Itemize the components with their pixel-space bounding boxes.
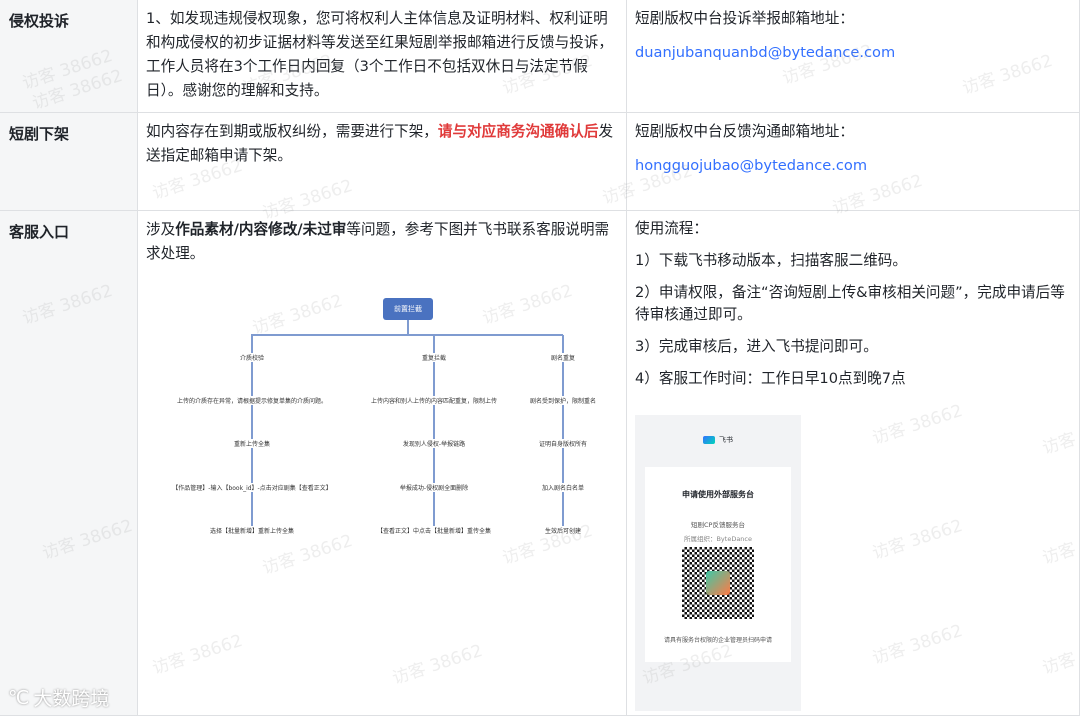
feishu-icon [703, 436, 715, 444]
process-title: 使用流程： [635, 220, 708, 237]
description-text: 如内容存在到期或版权纠纷，需要进行下架，请与对应商务沟通确认后发送指定邮箱申请下… [138, 113, 626, 168]
diagram-node: 上传的介质存在异常，请根据提示修复单集的介质问题。 [176, 396, 328, 405]
qr-footer: 请具有服务台权限的企业管理员扫码申请 [663, 637, 772, 644]
diagram-node: 发现别人侵权-举报链路 [402, 439, 466, 448]
description-text: 1、如发现违规侵权现象，您可将权利人主体信息及证明材料、权利证明和构成侵权的初步… [146, 10, 614, 99]
process-step: 3）完成审核后，进入飞书提问即可。 [635, 338, 878, 355]
diagram-node: 剧名受到保护，限制重名 [529, 396, 597, 405]
diagram-branch-title: 重复拦截 [421, 353, 447, 362]
description-text: 涉及作品素材/内容修改/未过审等问题，参考下图并飞书联系客服说明需求处理。 [138, 211, 626, 266]
diagram-node: 重新上传全集 [233, 439, 271, 448]
desc-post: 发送指定邮箱申请下架。 [146, 123, 614, 164]
connector [407, 320, 409, 335]
diagram-branch-title: 介质校验 [239, 353, 265, 362]
email-link[interactable]: hongguojubao@bytedance.com [635, 157, 868, 174]
process-step: 4）客服工作时间：工作日早10点到晚7点 [635, 370, 906, 387]
desc-highlight: 请与对应商务沟通确认后 [437, 123, 599, 140]
desc-pre: 涉及 [146, 221, 176, 238]
process-step: 2）申请权限，备注“咨询短剧上传&审核相关问题”，完成申请后等待审核通过即可。 [635, 284, 1065, 323]
logo-text: 大数跨境 [33, 688, 110, 710]
desc-post: 等问题，参考下图并飞书联系客服说明需求处理。 [146, 221, 610, 262]
row-support-desc: 涉及作品素材/内容修改/未过审等问题，参考下图并飞书联系客服说明需求处理。 [138, 211, 627, 716]
category-label: 侵权投诉 [9, 12, 70, 30]
connector [433, 335, 435, 530]
diagram-node: 举报成功-侵权剧全面删除 [399, 483, 469, 492]
row-support-header: 客服入口 [0, 211, 138, 716]
desc-bold: 作品素材/内容修改/未过审 [175, 221, 347, 238]
contact-label: 短剧版权中台反馈沟通邮箱地址： [635, 123, 854, 140]
row-takedown-desc: 如内容存在到期或版权纠纷，需要进行下架，请与对应商务沟通确认后发送指定邮箱申请下… [138, 113, 627, 211]
connector [251, 334, 563, 336]
qr-service: 短剧CP反馈服务台 [691, 521, 745, 529]
diagram-node: 证明自身版权所有 [538, 439, 588, 448]
diagram-node: 【查看正文】中点击【批量新增】重传全集 [376, 526, 492, 535]
row-takedown-header: 短剧下架 [0, 113, 138, 211]
diagram-node: 加入剧名白名单 [541, 483, 585, 492]
qr-code[interactable] [682, 547, 754, 619]
connector [562, 335, 564, 530]
qr-center-logo [706, 571, 730, 595]
diagram-node: 上传内容和别人上传的内容匹配重复，限制上传 [370, 396, 498, 405]
category-label: 短剧下架 [9, 125, 70, 143]
feishu-logo: 飞书 [703, 435, 733, 445]
connector [251, 335, 253, 530]
qr-inner: 申请使用外部服务台 短剧CP反馈服务台 所属组织：ByteDance 请具有服务… [645, 467, 791, 662]
diagram-branch-title: 剧名重复 [550, 353, 576, 362]
row-infringement-contact: 短剧版权中台投诉举报邮箱地址： duanjubanquanbd@bytedanc… [627, 0, 1080, 113]
row-takedown-contact: 短剧版权中台反馈沟通邮箱地址： hongguojubao@bytedance.c… [627, 113, 1080, 211]
feishu-qr-card: 飞书 申请使用外部服务台 短剧CP反馈服务台 所属组织：ByteDance 请具… [635, 415, 801, 711]
process-step: 1）下载飞书移动版本，扫描客服二维码。 [635, 252, 907, 269]
category-label: 客服入口 [9, 223, 70, 241]
desc-pre: 如内容存在到期或版权纠纷，需要进行下架， [146, 123, 438, 140]
diagram-node: 选择【批量新增】重新上传全集 [209, 526, 295, 535]
qr-org: 所属组织：ByteDance [683, 535, 753, 543]
contact-label: 短剧版权中台投诉举报邮箱地址： [635, 10, 854, 27]
diagram-root: 前置拦截 [383, 298, 433, 320]
app-name: 飞书 [719, 436, 733, 444]
diagram-node: 生效后可创建 [544, 526, 582, 535]
flow-diagram: 前置拦截 介质校验上传的介质存在异常，请根据提示修复单集的介质问题。重新上传全集… [145, 290, 615, 540]
row-infringement-desc: 1、如发现违规侵权现象，您可将权利人主体信息及证明材料、权利证明和构成侵权的初步… [138, 0, 627, 113]
diagram-node: 【作品管理】-输入【book_id】-点击对应剧集【查看正文】 [172, 483, 332, 492]
qr-title: 申请使用外部服务台 [682, 490, 754, 499]
row-infringement-header: 侵权投诉 [0, 0, 138, 113]
email-link[interactable]: duanjubanquanbd@bytedance.com [635, 44, 896, 61]
logo-icon: ℃ [8, 686, 30, 709]
